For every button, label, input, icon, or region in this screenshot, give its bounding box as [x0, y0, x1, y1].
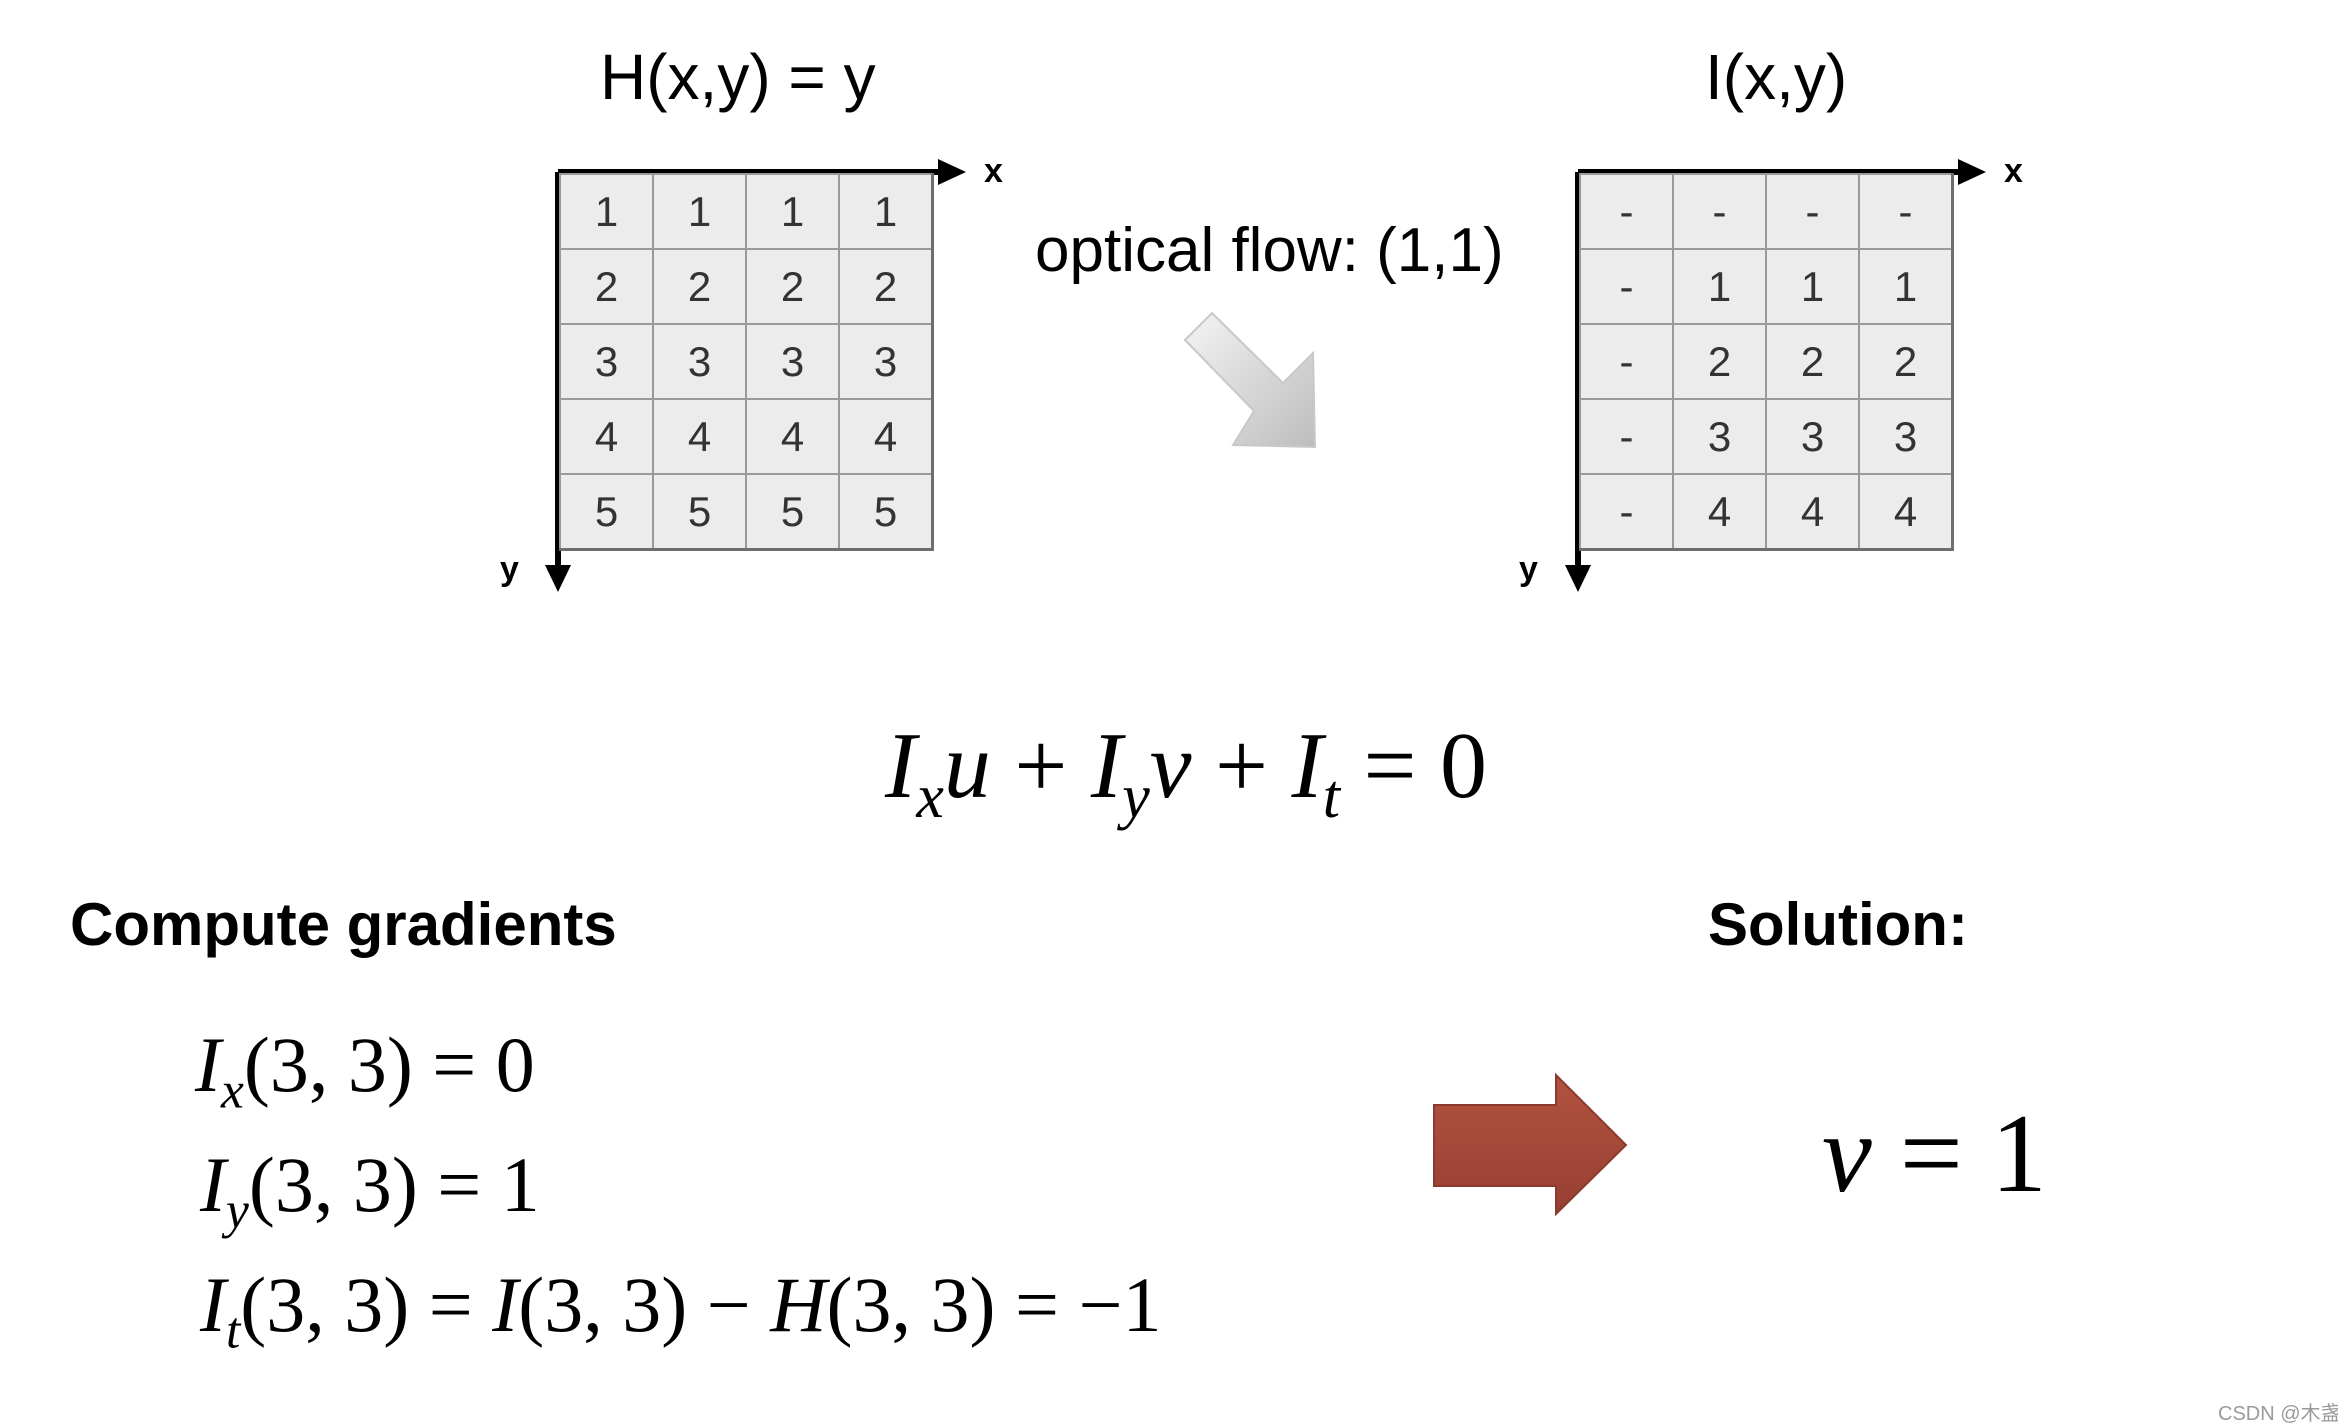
right-cell: -: [1672, 173, 1765, 248]
right-x-axis-label: x: [2004, 152, 2023, 190]
eq-symbol: I: [195, 1021, 221, 1108]
right-y-axis-label: y: [1519, 550, 1538, 588]
left-cell: 3: [838, 323, 931, 398]
eq-rest: (3, 3) =: [240, 1261, 473, 1348]
left-y-axis-label: y: [500, 550, 519, 588]
eq-symbol: v: [1822, 1092, 1872, 1216]
right-grid-title: I(x,y): [1705, 41, 1848, 113]
left-cell: 4: [838, 398, 931, 473]
left-cell: 5: [652, 473, 745, 548]
eq-rest: (3, 3) = 1: [248, 1141, 540, 1228]
left-cell: 4: [745, 398, 838, 473]
left-cell: 1: [559, 173, 652, 248]
right-cell: 2: [1672, 323, 1765, 398]
right-cell: 3: [1858, 398, 1951, 473]
right-cell: 2: [1858, 323, 1951, 398]
right-cell: 3: [1765, 398, 1858, 473]
left-cell: 2: [652, 248, 745, 323]
right-cell: 4: [1858, 473, 1951, 548]
left-cell: 1: [838, 173, 931, 248]
left-cell: 1: [652, 173, 745, 248]
gradient-it: It(3, 3) = I(3, 3) − H(3, 3) = −1: [200, 1260, 1161, 1360]
eq-subscript: t: [1322, 762, 1341, 831]
right-cell: -: [1858, 173, 1951, 248]
eq-operator: +: [1214, 714, 1268, 818]
left-cell: 3: [745, 323, 838, 398]
eq-symbol: I: [200, 1141, 226, 1228]
eq-rest: (3, 3) = −1: [826, 1261, 1162, 1348]
right-cell: -: [1579, 473, 1672, 548]
eq-operator: +: [1014, 714, 1068, 818]
eq-rest: (3, 3) −: [518, 1261, 751, 1348]
left-cell: 2: [838, 248, 931, 323]
right-cell: 2: [1765, 323, 1858, 398]
eq-symbol: I: [1291, 714, 1323, 818]
left-cell: 4: [559, 398, 652, 473]
eq-rest: = 0: [1363, 714, 1488, 818]
right-cell: -: [1765, 173, 1858, 248]
eq-symbol: I: [1090, 714, 1123, 818]
left-cell: 5: [559, 473, 652, 548]
left-cell: 3: [652, 323, 745, 398]
eq-subscript: y: [225, 1182, 249, 1240]
right-cell: -: [1579, 398, 1672, 473]
eq-rest: = 1: [1899, 1092, 2047, 1216]
left-grid: 1 1 1 1 2 2 2 2 3 3 3 3 4 4 4 4 5 5 5 5: [559, 173, 934, 551]
gradient-ix: Ix(3, 3) = 0: [195, 1020, 535, 1120]
right-cell: 3: [1672, 398, 1765, 473]
left-cell: 5: [745, 473, 838, 548]
right-cell: -: [1579, 248, 1672, 323]
left-cell: 3: [559, 323, 652, 398]
solution-heading: Solution:: [1708, 891, 1968, 958]
left-cell: 5: [838, 473, 931, 548]
solution-equation: v = 1: [1822, 1090, 2047, 1219]
gradients-heading: Compute gradients: [70, 891, 617, 958]
left-x-axis-label: x: [984, 152, 1003, 190]
eq-rest: (3, 3) = 0: [243, 1021, 535, 1108]
eq-symbol: I: [200, 1261, 226, 1348]
right-cell: 1: [1858, 248, 1951, 323]
optical-flow-label: optical flow: (1,1): [1035, 216, 1504, 285]
left-cell: 2: [559, 248, 652, 323]
right-cell: 1: [1765, 248, 1858, 323]
watermark: CSDN @木盏: [2218, 1403, 2338, 1425]
left-cell: 1: [745, 173, 838, 248]
right-grid: - - - - - 1 1 1 - 2 2 2 - 3 3 3 - 4 4 4: [1579, 173, 1954, 551]
eq-subscript: t: [225, 1302, 241, 1360]
right-cell: -: [1579, 323, 1672, 398]
right-cell: 1: [1672, 248, 1765, 323]
optical-flow-constraint-equation: Ixu + Iyv + It = 0: [885, 712, 1487, 833]
right-cell: -: [1579, 173, 1672, 248]
eq-symbol: u: [943, 714, 991, 818]
eq-subscript: y: [1122, 762, 1150, 831]
left-grid-title: H(x,y) = y: [600, 41, 876, 113]
right-cell: 4: [1672, 473, 1765, 548]
left-cell: 4: [652, 398, 745, 473]
eq-symbol: I: [885, 714, 917, 818]
right-cell: 4: [1765, 473, 1858, 548]
eq-subscript: x: [916, 762, 944, 831]
eq-symbol: v: [1149, 714, 1192, 818]
gradient-iy: Iy(3, 3) = 1: [200, 1140, 540, 1240]
eq-symbol: H: [770, 1261, 827, 1348]
eq-symbol: I: [492, 1261, 519, 1348]
left-cell: 2: [745, 248, 838, 323]
eq-subscript: x: [220, 1062, 244, 1120]
